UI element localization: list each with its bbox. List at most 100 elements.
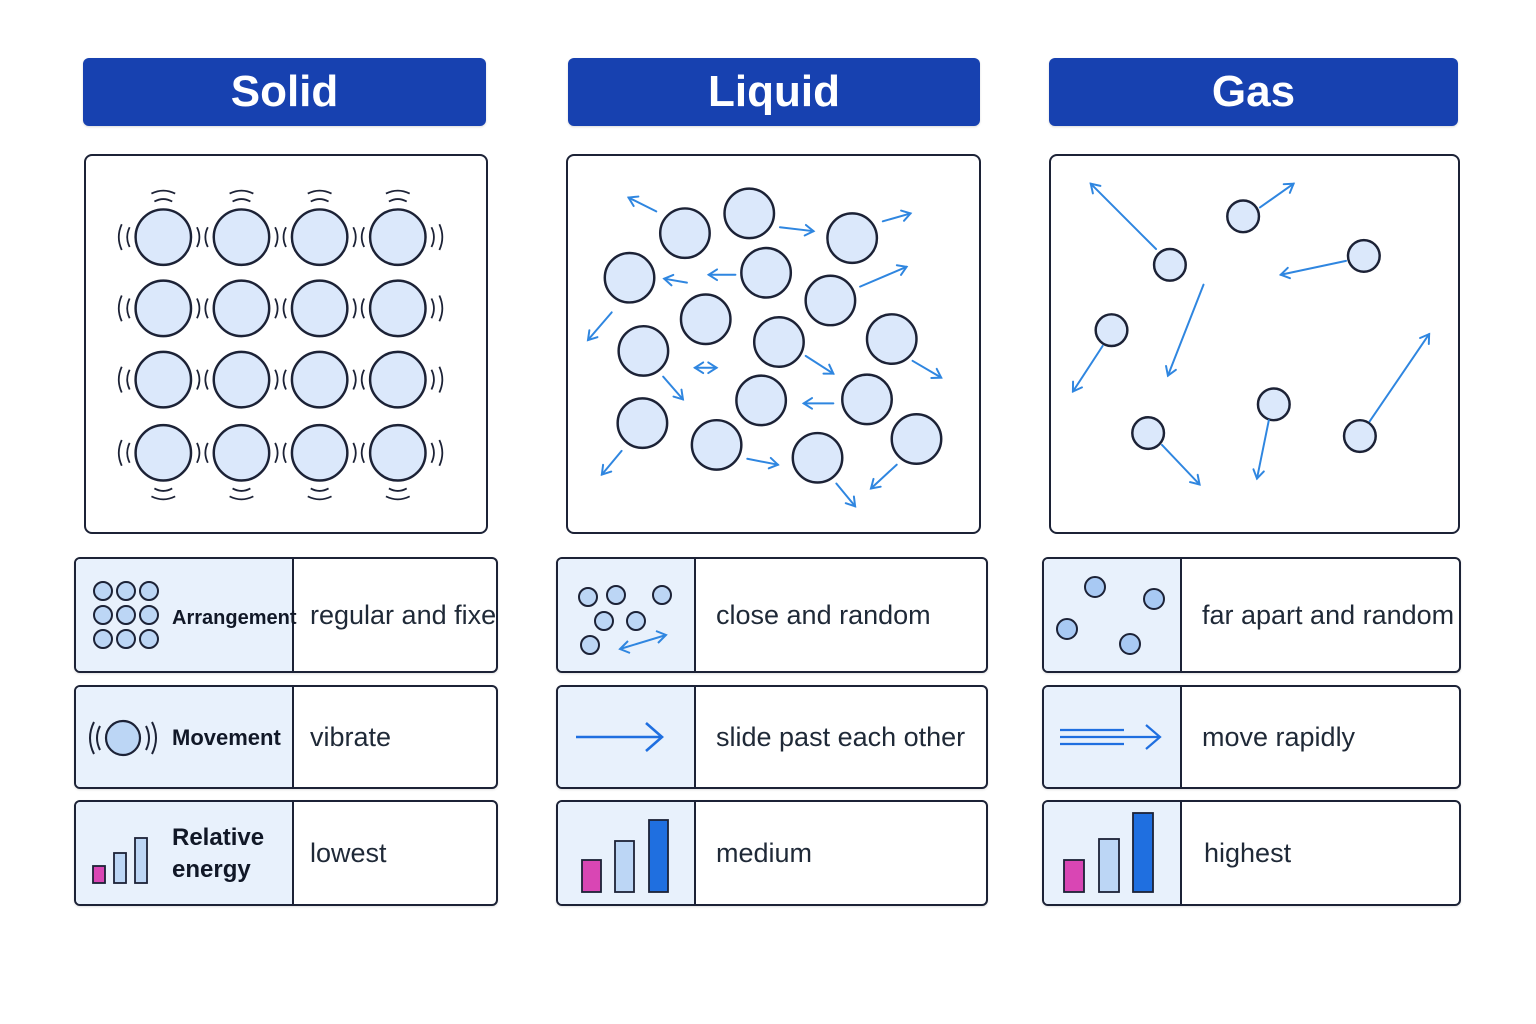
liquid-particles-svg (586, 187, 943, 508)
liquid-particle (890, 413, 943, 465)
vibration-marks (282, 369, 357, 390)
vibration-marks (282, 298, 357, 319)
solid-particle (134, 208, 193, 267)
vibration-marks (117, 439, 201, 501)
vibration-marks (360, 366, 444, 393)
liquid-motion-arrow (692, 361, 719, 375)
liquid-energy-icon-cell (558, 802, 696, 904)
solid-movement-icon-cell: Movement (76, 687, 294, 787)
solid-particle (134, 279, 193, 338)
liquid-motion-arrow (746, 456, 780, 470)
gas-movement-value: move rapidly (1202, 721, 1356, 752)
liquid-particle (791, 431, 844, 484)
liquid-title: Liquid (708, 67, 840, 116)
liquid-movement-row: slide past each other (556, 685, 988, 789)
liquid-particle (679, 293, 732, 346)
liquid-particle (658, 207, 711, 260)
gas-motion-arrow (1368, 332, 1431, 423)
vibration-marks (117, 295, 201, 322)
solid-particle (368, 350, 427, 409)
liquid-particle (752, 316, 805, 368)
gas-arrangement-row: far apart and random (1042, 557, 1461, 673)
gas-arrangement-icon-cell (1044, 559, 1182, 671)
solid-particle (290, 208, 349, 267)
vibration-marks (360, 295, 444, 322)
solid-arrangement-label: Arrangement (172, 607, 297, 629)
solid-particle (368, 279, 427, 338)
gas-arrangement-value: far apart and random (1202, 599, 1455, 630)
solid-particle (212, 208, 271, 267)
gas-particle (1152, 247, 1187, 282)
solid-energy-value: lowest (310, 837, 387, 868)
solid-energy-icon-cell: Relative energy (76, 802, 294, 904)
energy-bars-icon (92, 837, 148, 884)
vibration-marks (204, 298, 279, 319)
gas-header: Gas (1049, 58, 1458, 126)
gas-motion-arrow (1071, 344, 1104, 394)
gas-movement-row: move rapidly (1042, 685, 1461, 789)
vibration-marks (204, 369, 279, 390)
vibration-marks (204, 442, 279, 501)
gas-particle (1342, 418, 1377, 454)
liquid-arrangement-value: close and random (716, 599, 931, 630)
liquid-movement-value: slide past each other (716, 721, 966, 752)
liquid-motion-arrow (801, 397, 835, 410)
liquid-motion-arrow (626, 195, 658, 213)
gas-motion-arrow (1258, 182, 1296, 209)
liquid-particle-diagram (566, 154, 981, 534)
solid-arrangement-value: regular and fixed (310, 599, 498, 630)
liquid-particle (617, 324, 670, 377)
gas-motion-arrow (1165, 283, 1205, 378)
gas-energy-icon-cell (1044, 802, 1182, 904)
liquid-motion-arrow (804, 354, 835, 375)
vibration-marks (360, 439, 444, 501)
energy-bars-icon (581, 819, 669, 893)
gas-motion-arrow (1089, 182, 1158, 251)
liquid-motion-arrow (662, 375, 685, 401)
gas-particle (1256, 387, 1291, 422)
solid-particle (290, 279, 349, 338)
liquid-arrangement-row: close and random (556, 557, 988, 673)
liquid-motion-arrow (835, 482, 857, 508)
liquid-particle (735, 374, 788, 427)
random-particles-icon (578, 585, 672, 655)
gas-movement-icon-cell (1044, 687, 1182, 787)
solid-particle (134, 423, 193, 482)
solid-particle (212, 350, 271, 409)
solid-arrangement-row: Arrangement regular and fixed (74, 557, 498, 673)
liquid-motion-arrow (911, 359, 943, 379)
solid-header: Solid (83, 58, 486, 126)
liquid-motion-arrow (706, 268, 737, 282)
solid-energy-label-line1: Relative (172, 824, 265, 851)
liquid-header: Liquid (568, 58, 980, 126)
liquid-motion-arrow (869, 463, 898, 490)
gas-motion-arrow (1160, 443, 1201, 486)
liquid-motion-arrow (778, 223, 816, 237)
liquid-energy-value: medium (716, 837, 813, 868)
solid-energy-label: Relative energy (172, 822, 264, 886)
liquid-motion-arrow (586, 311, 613, 342)
liquid-motion-arrow (881, 209, 913, 223)
liquid-energy-row: medium (556, 800, 988, 906)
solid-movement-value: vibrate (310, 721, 392, 752)
solid-particle (134, 350, 193, 409)
solid-particle (212, 423, 271, 482)
solid-particles-svg (117, 189, 444, 501)
energy-bars-icon (1063, 812, 1154, 893)
scattered-particles-icon (1056, 576, 1165, 655)
liquid-particle (804, 274, 857, 327)
liquid-motion-arrow (859, 264, 909, 288)
liquid-particle (603, 251, 656, 304)
vibration-marks (360, 189, 444, 251)
solid-particle (212, 279, 271, 338)
vibration-marks (117, 366, 201, 393)
solid-title: Solid (230, 67, 339, 116)
liquid-particle (865, 313, 918, 366)
vibration-marks (204, 189, 279, 248)
vibration-marks (282, 442, 357, 501)
liquid-arrangement-icon-cell (558, 559, 696, 671)
gas-motion-arrow (1278, 259, 1348, 280)
solid-particle (290, 350, 349, 409)
liquid-motion-arrow (600, 449, 623, 477)
solid-movement-row: Movement vibrate (74, 685, 498, 789)
